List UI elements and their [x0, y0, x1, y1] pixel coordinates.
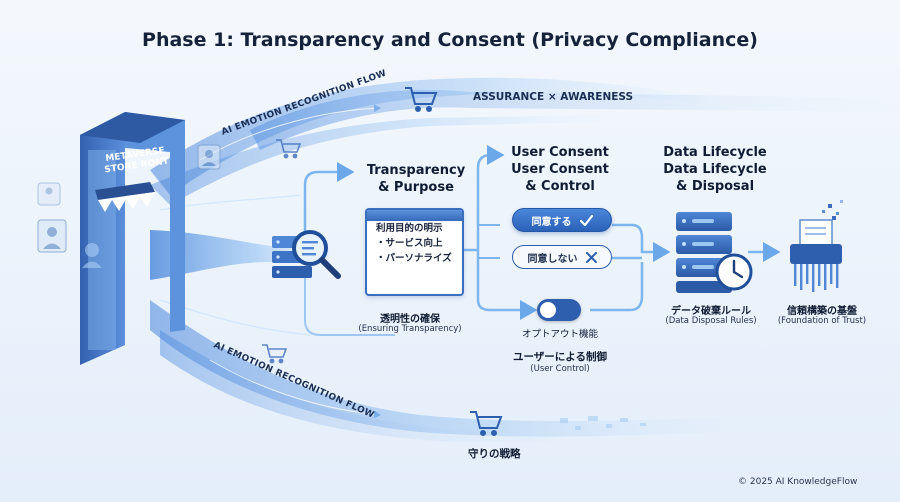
storefront-arch	[80, 112, 185, 365]
trust-foundation-label-en: (Foundation of Trust)	[777, 316, 867, 326]
flow-stream-lower-2	[160, 330, 560, 442]
user-control-label-en: (User Control)	[530, 364, 590, 374]
server-icon	[676, 212, 732, 293]
lifecycle-heading-line1: Data Lifecycle	[663, 145, 767, 160]
consent-heading-line1: User Consent	[511, 145, 609, 160]
flow-stream-upper	[150, 77, 700, 195]
transparency-heading-line2: & Purpose	[378, 180, 454, 195]
consent-heading-line3: & Control	[525, 179, 595, 194]
shredder-icon	[790, 200, 843, 292]
user-icon	[37, 182, 61, 206]
connector-to-server	[612, 223, 671, 262]
disagree-button-label: 同意しない	[527, 253, 578, 265]
disagree-button[interactable]: 同意しない	[512, 245, 612, 269]
lifecycle-heading-line3: & Disposal	[675, 179, 755, 194]
optout-toggle[interactable]	[537, 299, 581, 321]
purpose-card-item: ・パーソナライズ	[376, 253, 452, 264]
shopping-cart-icon	[276, 139, 302, 159]
agree-button[interactable]: 同意する	[512, 208, 612, 232]
user-control-label-jp: ユーザーによる制御	[513, 351, 607, 363]
consent-heading: User Consent User Consent & Control	[500, 144, 620, 195]
optout-label: オプトアウト機能	[521, 329, 598, 340]
shopping-cart-icon	[405, 87, 438, 112]
clock-icon	[715, 253, 753, 291]
shopping-cart-icon	[470, 411, 503, 436]
connector-to-transparency	[303, 162, 355, 240]
connector-lower	[304, 270, 395, 336]
toggle-knob	[540, 302, 556, 318]
copyright: © 2025 AI KnowledgeFlow	[738, 477, 858, 487]
transparency-label-jp: 透明性の確保	[380, 314, 440, 325]
user-icon	[197, 144, 221, 170]
shopping-cart-icon	[262, 344, 288, 364]
defense-strategy-label: 守りの戦略	[468, 448, 521, 460]
purpose-card-titlebar	[367, 210, 462, 221]
purpose-card: 利用目的の明示 ・サービス向上 ・パーソナライズ	[365, 208, 464, 296]
flow-stream-main	[150, 230, 330, 280]
cross-icon	[585, 251, 597, 263]
lifecycle-heading-line2: Data Lifecycle	[663, 162, 767, 177]
user-icon	[37, 219, 67, 253]
user-icon	[82, 243, 102, 268]
flow-band-top	[250, 89, 900, 150]
consent-heading-line2: User Consent	[511, 162, 609, 177]
magnifier-icon	[292, 230, 341, 279]
agree-button-label: 同意する	[531, 216, 572, 228]
flow-stream-upper-2	[150, 115, 600, 205]
transparency-label-en: (Ensuring Transparency)	[358, 324, 462, 334]
transparency-heading: Transparency & Purpose	[356, 162, 476, 196]
lifecycle-heading: Data Lifecycle Data Lifecycle & Disposal	[655, 144, 775, 195]
purpose-card-title: 利用目的の明示	[376, 223, 443, 234]
trust-foundation-label-jp: 信頼構築の基盤	[787, 306, 857, 317]
disposal-rules-label-en: (Data Disposal Rules)	[665, 316, 757, 326]
page-title: Phase 1: Transparency and Consent (Priva…	[142, 29, 758, 51]
banner-label: ASSURANCE × AWARENESS	[473, 91, 634, 103]
purpose-card-item: ・サービス向上	[376, 238, 443, 249]
checkmark-icon	[579, 214, 593, 226]
disposal-rules-label-jp: データ破棄ルール	[671, 306, 751, 317]
transparency-heading-line1: Transparency	[366, 163, 466, 178]
